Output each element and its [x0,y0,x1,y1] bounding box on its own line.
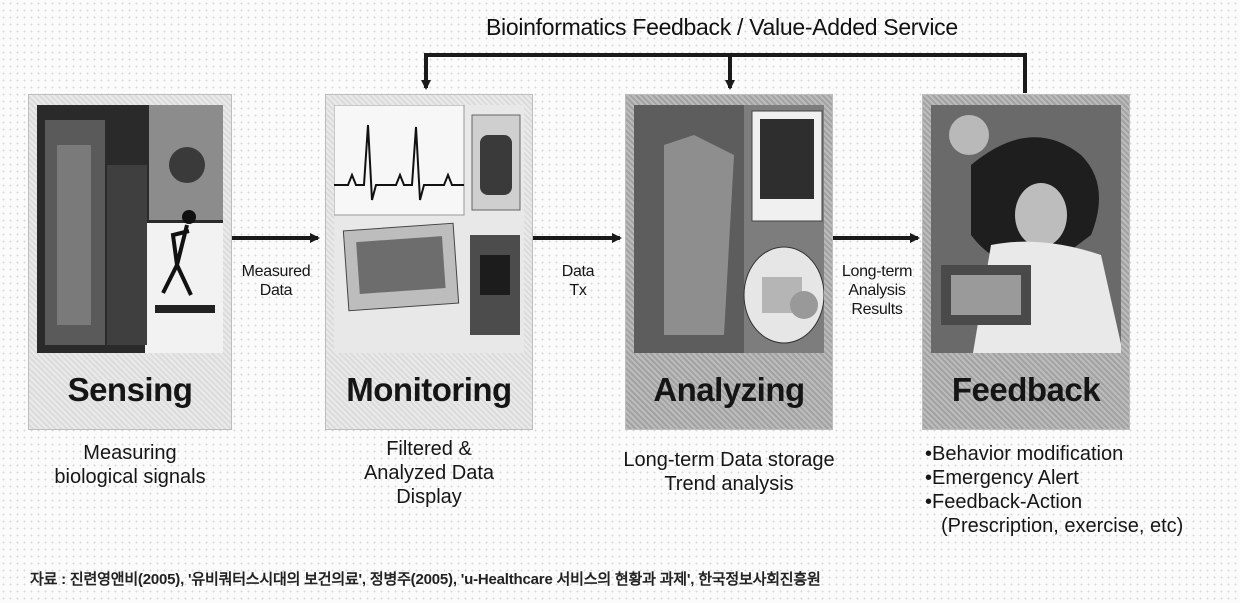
stage-feedback: Feedback [922,94,1130,430]
stage-monitoring: Monitoring [325,94,533,430]
sensing-photo [37,105,223,353]
arrow-label-data-tx: Data Tx [561,263,595,299]
list-item-detail: (Prescription, exercise, etc) [941,515,1184,537]
caption-analyzing: Long-term Data storage Trend analysis [623,449,835,495]
stage-title: Sensing [67,371,193,408]
list-item: Behavior modification [925,442,1183,466]
stage-title: Analyzing [653,371,805,408]
stage-sensing: Sensing [28,94,232,430]
monitoring-photo [334,105,524,353]
stage-title: Monitoring [346,371,512,408]
arrow-label-analysis-results: Long-term Analysis Results [841,263,913,318]
caption-sensing: Measuring biological signals [54,442,206,488]
list-item: Feedback-Action [925,490,1183,514]
stage-analyzing: Analyzing [625,94,833,430]
feedback-photo [931,105,1121,353]
caption-monitoring: Filtered & Analyzed Data Display [363,438,495,508]
list-item: Emergency Alert [925,466,1183,490]
analyzing-photo [634,105,824,353]
arrow-label-measured-data: Measured Data [241,263,311,299]
feedback-bullet-list: Behavior modification Emergency Alert Fe… [925,442,1183,538]
source-note: 자료 : 진련영앤비(2005), '유비쿼터스시대의 보건의료', 정병주(2… [30,571,821,588]
stage-title: Feedback [951,371,1101,408]
feedback-loop-line [421,53,1027,93]
feedback-loop-label: Bioinformatics Feedback / Value-Added Se… [486,14,958,40]
